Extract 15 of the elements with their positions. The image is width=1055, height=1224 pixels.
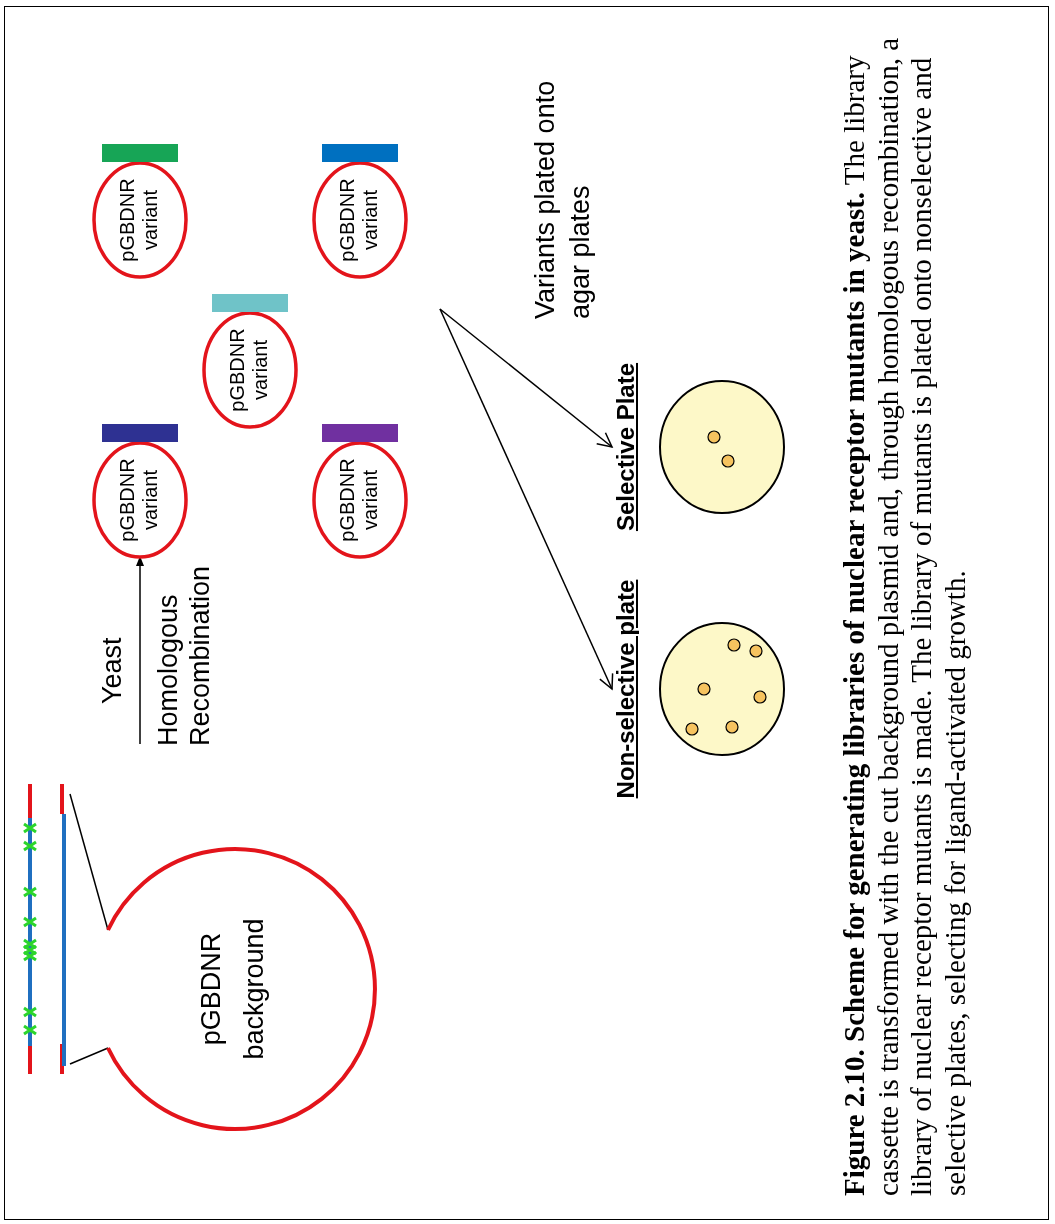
annotation-text: Homologous Recombination (152, 564, 217, 746)
plasmid-label: pGBDNR variant (116, 177, 162, 264)
plasmid-label: pGBDNR variant (336, 177, 382, 264)
arrow (439, 308, 614, 690)
plasmid-label: pGBDNR variant (226, 327, 272, 414)
plate-heading: Non-selective plate (612, 578, 640, 801)
plate-heading: Selective Plate (612, 361, 640, 534)
plasmid-label: pGBDNR background (195, 917, 271, 1062)
connector-line (69, 1047, 109, 1065)
annotation-text: Variants plated onto agar plates (529, 79, 597, 319)
figure-caption: Figure 2.10. Scheme for generating libraries of nuclear receptor mutants in yeast. The library cassette is transformed with the cut background plasmid and, through homologous recombination, a library of nuclear receptor mutants is made. The library of mutants is plated onto nonselective and selective plates, selecting for ligand-activated growth. (838, 36, 972, 1196)
plasmid-label: pGBDNR variant (116, 457, 162, 544)
plasmid-label: pGBDNR variant (336, 457, 382, 544)
arrow (439, 308, 613, 448)
arrow (136, 556, 144, 745)
